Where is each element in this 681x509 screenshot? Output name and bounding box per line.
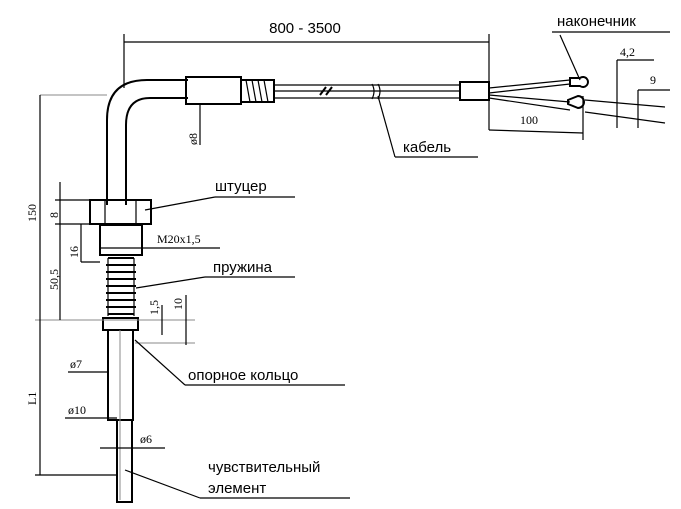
sensor-label-line2: элемент [208,480,266,497]
tip-lower [567,94,585,110]
cable [274,81,490,101]
tip-upper [569,76,589,88]
bent-tube [40,79,188,205]
dim-16: 16 [67,246,81,258]
fitting-nut [89,199,152,256]
length-dimension: 800 - 3500 [123,20,490,130]
dim-50-5: 50,5 [47,269,61,290]
dim-dia10: ø10 [68,403,86,417]
dim-dia6: ø6 [140,432,152,446]
diameter-dimensions: ø7 ø10 ø6 [65,357,165,449]
length-range-label: 800 - 3500 [269,20,341,37]
thread-label: M20x1,5 [157,232,201,246]
spring [106,257,136,316]
dim-100: 100 [520,113,538,127]
fitting-label: штуцер [215,178,267,195]
vertical-dimensions: 150 8 50,5 16 L1 1,5 10 [25,95,187,476]
dim-8: 8 [47,212,61,218]
cable-label: кабель [403,139,451,156]
dim-dia8: ø8 [186,133,200,145]
tip-label: наконечник [557,13,636,30]
cable-fitting [185,76,275,105]
dim-dia7: ø7 [70,357,82,371]
dim-4-2: 4,2 [620,45,635,59]
dim-10: 10 [171,298,185,310]
dim-L1: L1 [25,392,39,405]
dim-1-5: 1,5 [147,300,161,315]
spring-label: пружина [213,259,273,276]
dim-150: 150 [25,204,39,222]
support-ring-and-tube [35,317,195,503]
dim-9: 9 [650,73,656,87]
sensor-label-line1: чувствительный [208,459,320,476]
wire-tips: 100 4,2 9 наконечник [488,13,670,140]
support-ring-label: опорное кольцо [188,367,298,384]
